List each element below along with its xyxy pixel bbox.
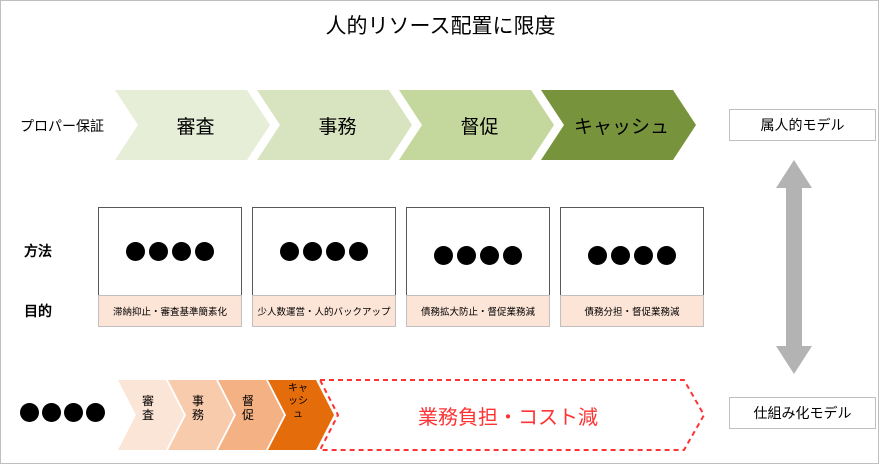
purpose-label: 目的 [24, 304, 52, 320]
masked-dots [253, 242, 395, 261]
stage-label: 事務 [191, 394, 204, 422]
stage-label: 督促 [241, 394, 254, 422]
method-label: 方法 [24, 244, 52, 260]
system-model-label: 仕組み化モデル [729, 397, 876, 429]
stage-label: 事務 [318, 115, 357, 138]
stage-label: キャッシュ [573, 115, 669, 138]
method-box [252, 207, 396, 296]
double-arrow-icon [776, 160, 812, 374]
masked-dots [99, 242, 241, 261]
stage-chevron-review: 審査 [115, 90, 270, 160]
masked-dots [561, 246, 703, 265]
method-box [560, 207, 704, 296]
purpose-box: 債務拡大防止・督促業務減 [406, 295, 550, 327]
result-label: 業務負担・コスト減 [418, 405, 598, 429]
diagram-title: 人的リソース配置に限度 [325, 14, 556, 38]
purpose-box: 債務分担・督促業務減 [560, 295, 704, 327]
stage-label: 審査 [141, 394, 154, 422]
purpose-box: 少人数運営・人的バックアップ [252, 295, 396, 327]
masked-dots-bottom [20, 403, 105, 422]
stage-label: 督促 [460, 115, 499, 138]
stage-chevron-dunning: 督促 [399, 90, 554, 160]
result-dashed-arrow [318, 379, 706, 451]
method-box [406, 207, 550, 296]
stage-label: 審査 [176, 115, 215, 138]
proper-guarantee-label: プロパー保証 [20, 119, 104, 135]
method-box [98, 207, 242, 296]
stage-chevron-cash: キャッシュ [541, 90, 696, 160]
personal-model-label: 属人的モデル [729, 109, 876, 141]
stage-label: キャッシュ [288, 383, 308, 420]
masked-dots [407, 246, 549, 265]
stage-chevron-office: 事務 [257, 90, 412, 160]
purpose-box: 滞納抑止・審査基準簡素化 [98, 295, 242, 327]
